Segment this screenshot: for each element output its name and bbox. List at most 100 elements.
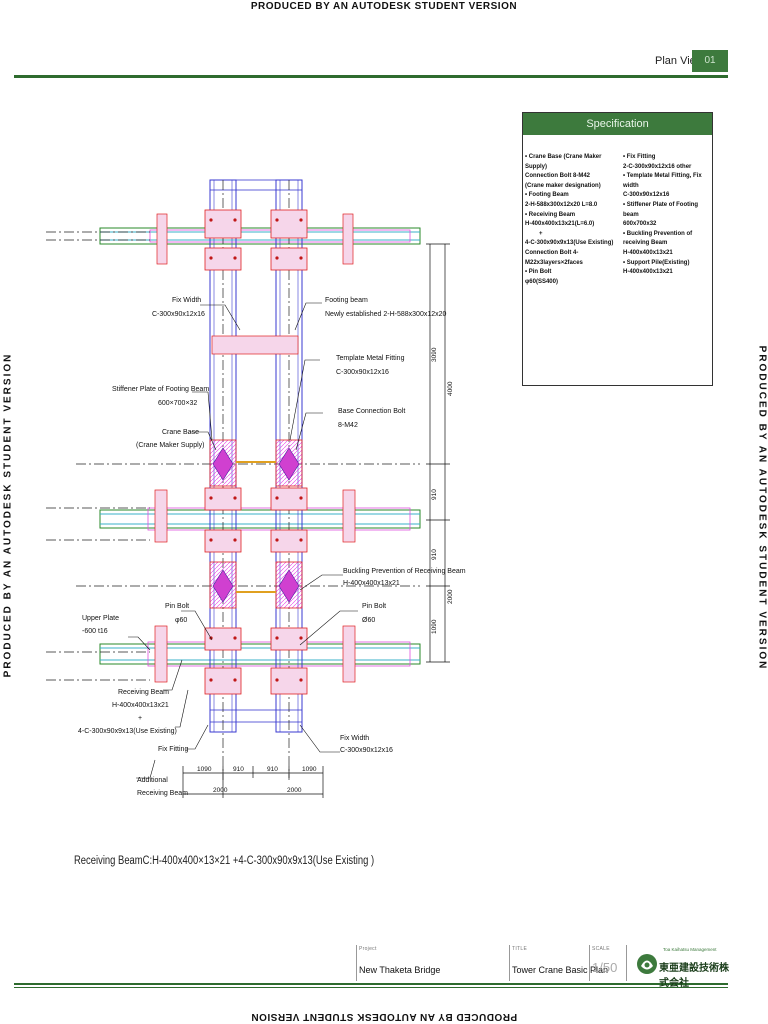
project-label: Project — [359, 946, 377, 952]
crane-base-upper — [209, 439, 303, 487]
spec-line: • Crane Base (Crane Maker Supply) — [525, 154, 602, 170]
titleblock-divider — [509, 945, 510, 981]
label-receiving-beam-1: Receiving Beam — [118, 689, 169, 696]
label-base-bolt-2: 8-M42 — [338, 422, 358, 429]
dim-bottom-1: 1090 — [197, 766, 212, 773]
title-label: TITLE — [512, 946, 528, 952]
dim-right-total-2: 2000 — [447, 589, 454, 604]
centerlines-horizontal — [46, 231, 420, 681]
company-logo-icon — [637, 954, 657, 974]
spec-line: Connection Bolt 8-M42 — [525, 173, 591, 180]
label-additional-1: Additional — [137, 777, 168, 784]
label-pin-bolt-right-2: Ø60 — [362, 617, 375, 624]
spec-line: 2-H-588x300x12x20 L=8.0 — [525, 201, 598, 208]
dim-right-total-1: 4000 — [447, 381, 454, 396]
label-buckling-1: Buckling Prevention of Receiving Beam — [343, 568, 466, 575]
dimension-text-right: 3090 910 910 1090 4000 2000 — [431, 347, 454, 634]
beam-group-bottom — [99, 641, 421, 667]
dim-bottom-total-2: 2000 — [287, 787, 302, 794]
label-pin-bolt-left-2: φ60 — [175, 617, 187, 624]
dim-bottom-3: 910 — [267, 766, 278, 773]
dimension-lines-right — [426, 243, 450, 663]
spec-line: 2-C-300x90x12x16 other — [623, 163, 692, 170]
label-upper-plate-2: -600 t16 — [82, 628, 108, 635]
label-buckling-2: H-400x400x13x21 — [343, 580, 400, 587]
spec-line: • Support Pile(Existing) — [623, 259, 690, 266]
label-fix-fitting: Fix Fitting — [158, 746, 188, 753]
dim-right-4: 1090 — [431, 619, 438, 634]
dimension-lines-bottom — [182, 766, 324, 798]
project-cell: Project New Thaketa Bridge — [359, 943, 509, 983]
project-value: New Thaketa Bridge — [359, 965, 441, 975]
spec-line: H-400x400x13x21(L=6.0) — [525, 221, 595, 228]
spec-line: 600x700x32 — [623, 221, 657, 228]
logo-tagline: Toa Kaihatsu Management — [663, 947, 717, 952]
label-fix-width-top-1: Fix Width — [172, 297, 201, 304]
spec-line: C-300x90x12x16 — [623, 192, 670, 199]
beam-group-middle — [99, 507, 421, 531]
spec-line: 4-C-300x90x9x13(Use Existing) — [525, 240, 614, 247]
title-value: Tower Crane Basic Plan — [512, 965, 609, 975]
spec-line: Connection Bolt 4-M22x3layers×2faces — [525, 249, 583, 266]
view-label: Plan View — [655, 55, 704, 67]
view-number: 01 — [692, 50, 728, 72]
label-template-fitting-2: C-300x90x12x16 — [336, 369, 389, 376]
label-additional-2: Receiving Beam — [137, 790, 188, 797]
spec-line: H-400x400x13x21 — [623, 269, 673, 276]
label-receiving-beam-3: + — [138, 715, 142, 722]
label-crane-base-1: Crane Base — [162, 429, 199, 436]
titleblock-top-rule — [14, 983, 728, 985]
crane-base-lower — [209, 561, 303, 609]
label-fix-width-bottom-2: C-300x90x12x16 — [340, 747, 393, 754]
label-footing-beam-2: Newly established 2-H-588x300x12x20 — [325, 311, 447, 318]
spec-line: • Fix Fitting — [623, 154, 656, 160]
dim-bottom-total-1: 2000 — [213, 787, 228, 794]
dim-right-1: 3090 — [431, 347, 438, 362]
spec-line: + — [539, 230, 543, 237]
spec-line: • Pin Bolt — [525, 269, 552, 276]
spec-line: • Template Metal Fitting, Fix width — [623, 173, 702, 189]
label-pin-bolt-right-1: Pin Bolt — [362, 603, 386, 610]
spec-left-column: • Crane Base (Crane Maker Supply) Connec… — [525, 153, 625, 287]
title-block: Project New Thaketa Bridge TITLE Tower C… — [356, 943, 736, 989]
scale-value: 1/50 — [592, 960, 618, 975]
specification-title: Specification — [523, 113, 712, 135]
dim-right-3: 910 — [431, 549, 438, 560]
watermark-top: PRODUCED BY AN AUTODESK STUDENT VERSION — [250, 1, 518, 12]
header-rule — [14, 75, 728, 78]
label-receiving-beam-4: 4-C-300x90x9x13(Use Existing) — [78, 728, 177, 735]
specification-panel: Specification • Crane Base (Crane Maker … — [522, 112, 713, 386]
titleblock-bottom-rule — [14, 987, 728, 988]
spec-line: (Crane maker designation) — [525, 182, 601, 189]
stiffener-plates — [154, 213, 356, 683]
titleblock-divider — [356, 945, 357, 981]
connection-plates — [204, 209, 308, 695]
label-upper-plate-1: Upper Plate — [82, 615, 119, 622]
spec-line: • Receiving Beam — [525, 211, 576, 218]
spec-line: • Footing Beam — [525, 192, 569, 199]
label-base-bolt-1: Base Connection Bolt — [338, 408, 405, 415]
titleblock-divider — [626, 945, 627, 981]
dim-bottom-4: 1090 — [302, 766, 317, 773]
spec-line: • Stiffener Plate of Footing beam — [623, 201, 699, 218]
logo-company-name: 東亜建設技術株式会社 — [659, 963, 729, 989]
label-receiving-beam-2: H-400x400x13x21 — [112, 702, 169, 709]
label-fix-width-bottom-1: Fix Width — [340, 735, 369, 742]
dim-right-2: 910 — [431, 489, 438, 500]
receiving-beam-note: Receiving BeamC:H-400x400×13×21 +4-C-300… — [74, 855, 375, 867]
spec-line: H-400x400x13x21 — [623, 249, 673, 256]
dimension-text-bottom: 1090 910 910 1090 2000 2000 — [197, 766, 317, 794]
title-cell: TITLE Tower Crane Basic Plan — [512, 943, 608, 983]
annotation-labels: Fix Width C-300x90x12x16 Footing beam Ne… — [78, 297, 466, 797]
label-pin-bolt-left-1: Pin Bolt — [165, 603, 189, 610]
label-template-fitting-1: Template Metal Fitting — [336, 355, 405, 362]
titleblock-divider — [589, 945, 590, 981]
scale-label: SCALE — [592, 946, 610, 952]
label-footing-beam-1: Footing beam — [325, 297, 368, 304]
leader-lines — [128, 302, 358, 779]
label-stiffener-1: Stiffener Plate of Footing Beam — [112, 386, 209, 393]
label-fix-width-top-2: C-300x90x12x16 — [152, 311, 205, 318]
spec-right-column: • Fix Fitting 2-C-300x90x12x16 other • T… — [623, 153, 711, 278]
spec-line: φ60(SS400) — [525, 278, 558, 285]
